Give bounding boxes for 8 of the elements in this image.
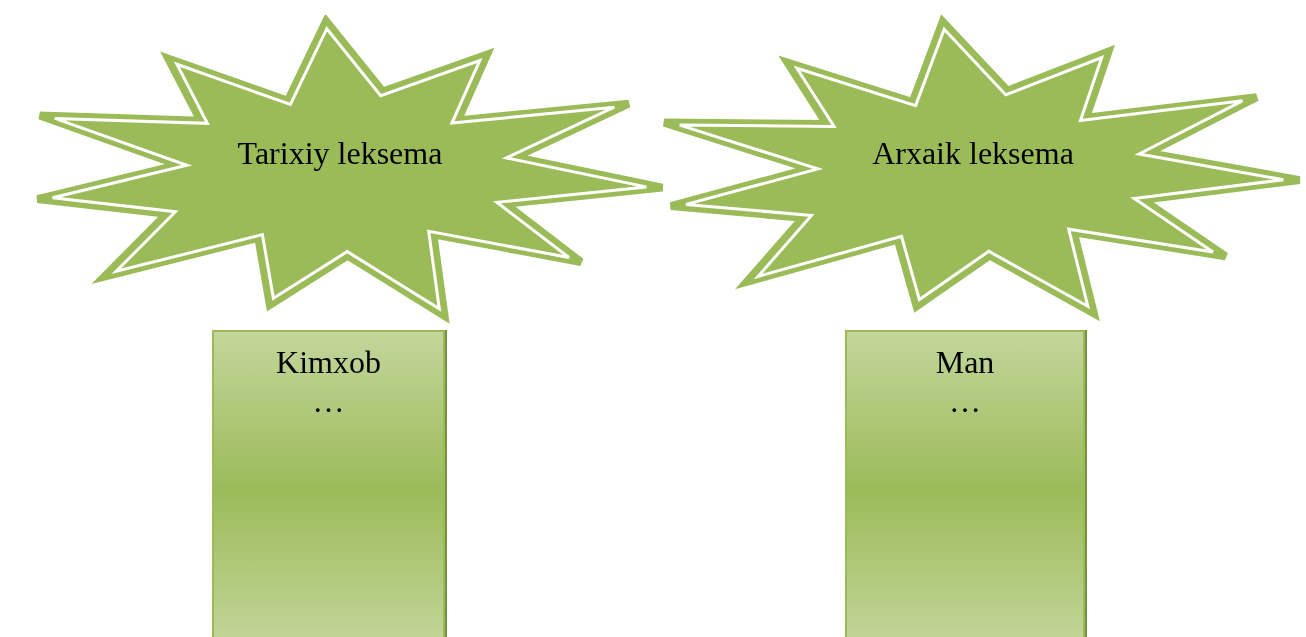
text-box [845,330,1085,637]
ellipsis-text: … [311,383,346,420]
node-label: Kimxob [275,344,382,381]
node-label: Arxaik leksema [871,135,1075,172]
node-label: Man [934,344,996,381]
node-label: Tarixiy leksema [236,135,444,172]
ellipsis-text: … [948,383,982,420]
text-box [212,330,445,637]
